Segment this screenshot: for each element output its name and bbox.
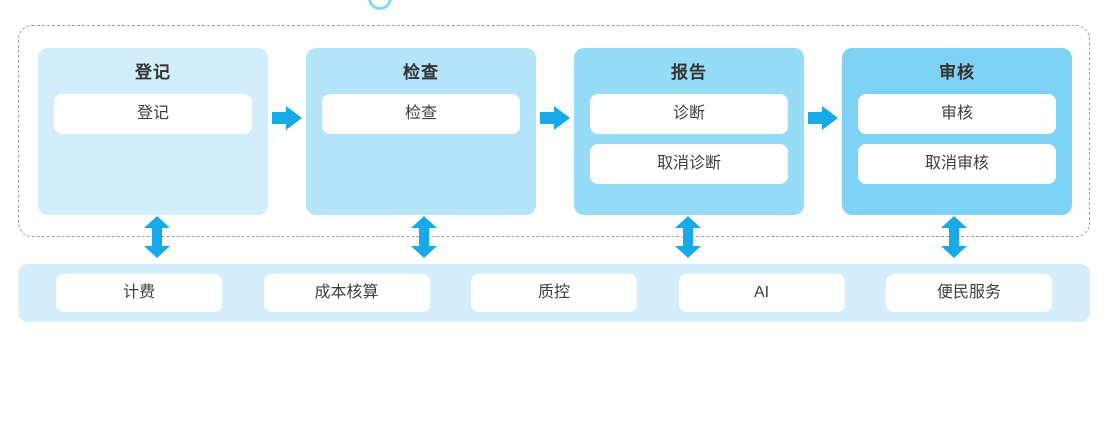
stage-card-audit[interactable]: 审核 审核 取消审核	[842, 48, 1072, 215]
stage-action-button[interactable]: 诊断	[590, 94, 788, 134]
stage-title: 登记	[135, 63, 171, 82]
arrow-head-up	[675, 216, 701, 228]
stage-card-registration[interactable]: 登记 登记	[38, 48, 268, 215]
arrow-head-down	[675, 246, 701, 258]
stage-action-button[interactable]: 取消审核	[858, 144, 1056, 184]
arrow-up-down-icon	[675, 216, 701, 258]
arrow-head-up	[941, 216, 967, 228]
stage-action-button[interactable]: 取消诊断	[590, 144, 788, 184]
arrow-up-down-icon	[941, 216, 967, 258]
support-service-quality-control[interactable]: 质控	[471, 274, 637, 312]
stage-title: 检查	[403, 63, 439, 82]
stage-action-button[interactable]: 检查	[322, 94, 520, 134]
arrow-shaft	[419, 226, 429, 248]
stage-title: 审核	[939, 63, 975, 82]
support-service-convenience[interactable]: 便民服务	[886, 274, 1052, 312]
support-service-cost-accounting[interactable]: 成本核算	[263, 274, 430, 312]
stage-action-button[interactable]: 审核	[858, 94, 1056, 134]
circle-outline-icon	[368, 0, 392, 10]
flow-arrow-slot-1	[268, 48, 306, 215]
flow-arrow-slot-2	[536, 48, 574, 215]
arrow-head-up	[144, 216, 170, 228]
arrow-shaft	[683, 226, 693, 248]
flow-frame	[18, 25, 1090, 237]
arrow-right-icon	[540, 106, 570, 130]
arrow-head-down	[144, 246, 170, 258]
support-services-bar: 计费 成本核算 质控 AI 便民服务	[18, 264, 1090, 322]
stage-card-examination[interactable]: 检查 检查	[306, 48, 536, 215]
arrow-up-down-icon	[144, 216, 170, 258]
arrow-shaft	[152, 226, 162, 248]
arrow-head-down	[411, 246, 437, 258]
stage-title: 报告	[671, 63, 707, 82]
support-service-ai[interactable]: AI	[678, 274, 845, 312]
arrow-head-down	[941, 246, 967, 258]
arrow-right-icon	[808, 106, 838, 130]
arrow-up-down-icon	[411, 216, 437, 258]
arrow-shaft	[949, 226, 959, 248]
stage-row: 登记 登记 检查 检查 报告 诊断 取消诊断 审核 审核 取消审核	[38, 48, 1072, 215]
arrow-head-up	[411, 216, 437, 228]
support-service-billing[interactable]: 计费	[56, 274, 222, 312]
arrow-right-icon	[272, 106, 302, 130]
flow-arrow-slot-3	[804, 48, 842, 215]
stage-card-report[interactable]: 报告 诊断 取消诊断	[574, 48, 804, 215]
stage-action-button[interactable]: 登记	[54, 94, 252, 134]
